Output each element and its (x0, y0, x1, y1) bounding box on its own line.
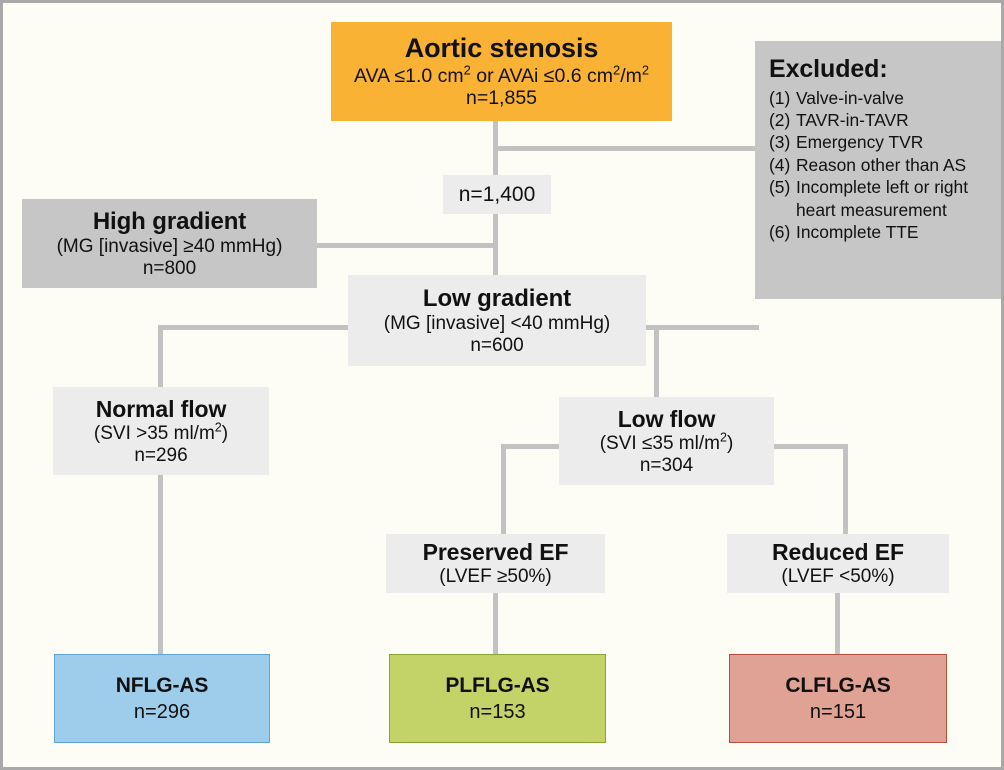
connector-to-excluded (493, 146, 757, 151)
excluded-item-number: (2) (769, 109, 791, 130)
connector-reducedef-down (835, 591, 840, 655)
connector-lowgradient-left-h (158, 325, 350, 330)
node-high-gradient[interactable]: High gradient (MG [invasive] ≥40 mmHg) n… (22, 199, 317, 288)
connector-to-high-gradient (315, 243, 497, 248)
node-included-count-label: n=1,400 (458, 182, 536, 206)
node-nflg-as[interactable]: NFLG-AS n=296 (54, 654, 270, 743)
node-excluded[interactable]: Excluded: (1)Valve-in-valve (2)TAVR-in-T… (755, 41, 1001, 299)
connector-normalflow-down (158, 473, 163, 655)
node-aortic-stenosis-count: n=1,855 (465, 87, 538, 110)
node-clflg-as-title: CLFLG-AS (785, 673, 891, 697)
list-item: (3)Emergency TVR (769, 131, 968, 153)
excluded-list: (1)Valve-in-valve (2)TAVR-in-TAVR (3)Eme… (769, 87, 968, 244)
node-preserved-ef-criteria: (LVEF ≥50%) (439, 566, 552, 588)
connector-lowflow-right-h (772, 444, 848, 449)
list-item: (2)TAVR-in-TAVR (769, 109, 968, 131)
node-plflg-as-title: PLFLG-AS (445, 673, 550, 697)
node-low-flow-title: Low flow (617, 405, 716, 432)
excluded-item-number: (6) (769, 222, 791, 243)
list-item: (1)Valve-in-valve (769, 87, 968, 109)
list-item: (5)Incomplete left or right heart measur… (769, 176, 968, 221)
node-high-gradient-criteria: (MG [invasive] ≥40 mmHg) (56, 236, 283, 258)
excluded-item-text: Emergency TVR (796, 132, 924, 153)
node-aortic-stenosis-title: Aortic stenosis (404, 33, 599, 64)
excluded-item-number: (1) (769, 87, 791, 108)
excluded-item-text: Incomplete left or right heart measureme… (796, 177, 969, 220)
node-plflg-as[interactable]: PLFLG-AS n=153 (389, 654, 606, 743)
node-high-gradient-title: High gradient (92, 207, 247, 235)
node-normal-flow-title: Normal flow (95, 395, 227, 422)
node-nflg-as-count: n=296 (133, 700, 191, 723)
connector-lowflow-right-v (843, 444, 848, 536)
excluded-item-text: Incomplete TTE (796, 222, 919, 243)
node-clflg-as-count: n=151 (809, 700, 867, 723)
node-normal-flow-count: n=296 (134, 444, 188, 466)
excluded-item-text: Valve-in-valve (796, 87, 904, 108)
excluded-item-text: Reason other than AS (796, 154, 967, 175)
node-reduced-ef-title: Reduced EF (772, 539, 904, 566)
node-nflg-as-title: NFLG-AS (115, 673, 209, 697)
node-aortic-stenosis[interactable]: Aortic stenosis AVA ≤1.0 cm2 or AVAi ≤0.… (331, 22, 672, 121)
connector-preservedef-down (493, 591, 498, 655)
node-low-flow[interactable]: Low flow (SVI ≤35 ml/m2) n=304 (559, 397, 774, 485)
node-low-flow-count: n=304 (639, 454, 694, 476)
connector-lowflow-left-h (501, 444, 561, 449)
node-preserved-ef[interactable]: Preserved EF (LVEF ≥50%) (386, 534, 605, 593)
node-normal-flow-criteria: (SVI >35 ml/m2) (93, 420, 229, 444)
connector-lowflow-left-v (501, 444, 506, 536)
node-low-gradient-criteria: (MG [invasive] <40 mmHg) (383, 313, 611, 335)
excluded-item-text: TAVR-in-TAVR (796, 109, 909, 130)
connector-lowgradient-right-h (644, 325, 759, 330)
node-low-gradient-title: Low gradient (422, 284, 572, 312)
node-included-count[interactable]: n=1,400 (443, 175, 551, 214)
node-high-gradient-count: n=800 (142, 257, 197, 279)
excluded-item-number: (5) (769, 177, 791, 198)
node-reduced-ef-criteria: (LVEF <50%) (781, 566, 895, 588)
node-low-gradient-count: n=600 (470, 334, 524, 356)
node-low-flow-criteria: (SVI ≤35 ml/m2) (599, 430, 734, 454)
excluded-item-number: (4) (769, 154, 791, 175)
connector-lowgradient-right-v (654, 325, 659, 399)
list-item: (6)Incomplete TTE (769, 221, 968, 243)
node-clflg-as[interactable]: CLFLG-AS n=151 (729, 654, 947, 743)
node-normal-flow[interactable]: Normal flow (SVI >35 ml/m2) n=296 (53, 387, 269, 475)
node-reduced-ef[interactable]: Reduced EF (LVEF <50%) (727, 534, 949, 593)
list-item: (4)Reason other than AS (769, 154, 968, 176)
excluded-item-number: (3) (769, 132, 791, 153)
node-plflg-as-count: n=153 (469, 700, 526, 723)
connector-lowgradient-left-v (158, 325, 163, 389)
node-preserved-ef-title: Preserved EF (422, 539, 569, 566)
node-excluded-title: Excluded: (769, 55, 888, 83)
node-low-gradient[interactable]: Low gradient (MG [invasive] <40 mmHg) n=… (348, 275, 646, 366)
node-aortic-stenosis-criteria: AVA ≤1.0 cm2 or AVAi ≤0.6 cm2/m2 (353, 62, 650, 88)
